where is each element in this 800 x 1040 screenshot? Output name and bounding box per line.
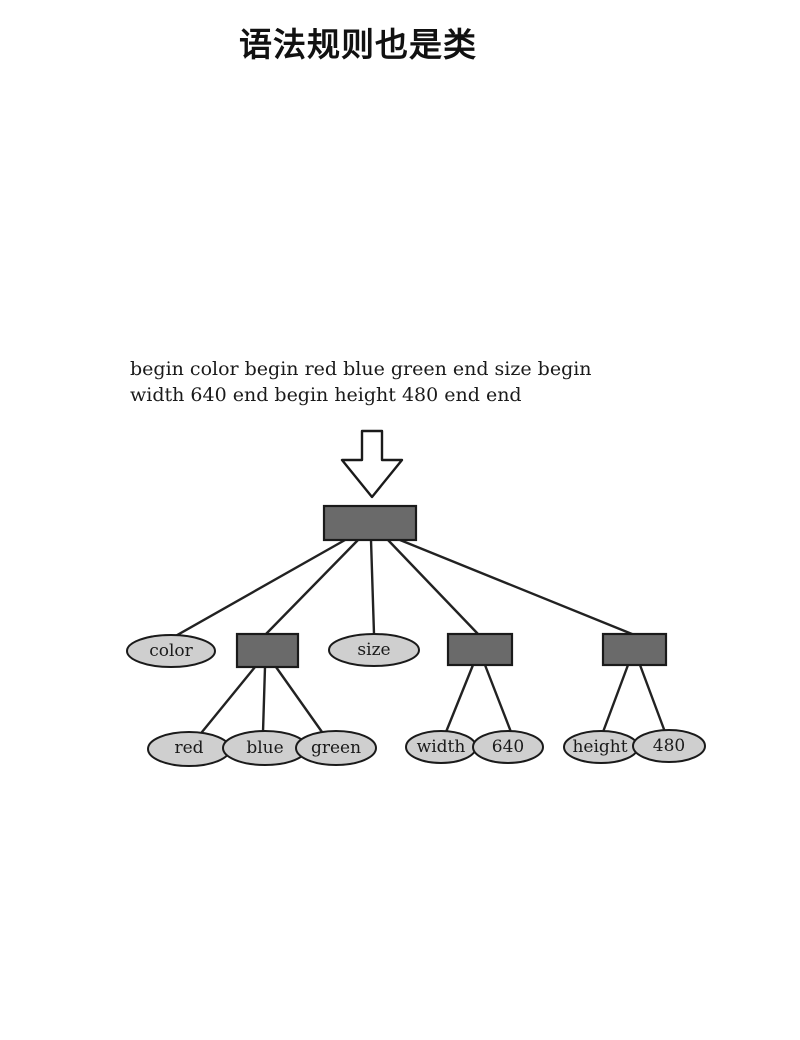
width-node-label: width (417, 737, 466, 757)
edge-color-group-blue (261, 665, 267, 734)
edge-color-group-red (200, 665, 257, 734)
edge-height-group-height (601, 663, 630, 734)
source-line-2: width 640 end begin height 480 end end (130, 384, 522, 406)
green-node-label: green (311, 738, 361, 758)
edge-root-color (170, 538, 347, 640)
size-node (328, 633, 420, 667)
parse-down-arrow-icon (340, 429, 404, 499)
edge-root-size-group (386, 538, 480, 636)
height-group-node (601, 632, 668, 667)
edge-size-group-640 (483, 663, 513, 734)
color-node-label: color (149, 641, 193, 661)
source-line-1: begin color begin red blue green end siz… (130, 358, 592, 380)
480-node (632, 729, 706, 763)
edge-size-group-width (444, 663, 475, 734)
root-node (322, 504, 418, 542)
color-group-node (235, 632, 300, 669)
source-program-text: begin color begin red blue green end siz… (130, 356, 690, 408)
edge-root-height-group (398, 538, 634, 636)
edge-height-group-480 (638, 663, 667, 734)
edge-root-color-group (264, 538, 360, 636)
red-node-label: red (174, 738, 203, 758)
height-node-label: height (572, 737, 627, 757)
640-node-label: 640 (492, 737, 524, 757)
green-node (295, 730, 377, 766)
640-node (472, 730, 544, 764)
size-node-label: size (357, 640, 390, 660)
edge-color-group-green (274, 665, 324, 734)
blue-node-label: blue (246, 738, 283, 758)
color-node (126, 634, 216, 668)
480-node-label: 480 (653, 736, 685, 756)
size-group-node (446, 632, 514, 667)
page-title: 语法规则也是类 (239, 25, 477, 64)
edge-root-size (369, 538, 376, 636)
